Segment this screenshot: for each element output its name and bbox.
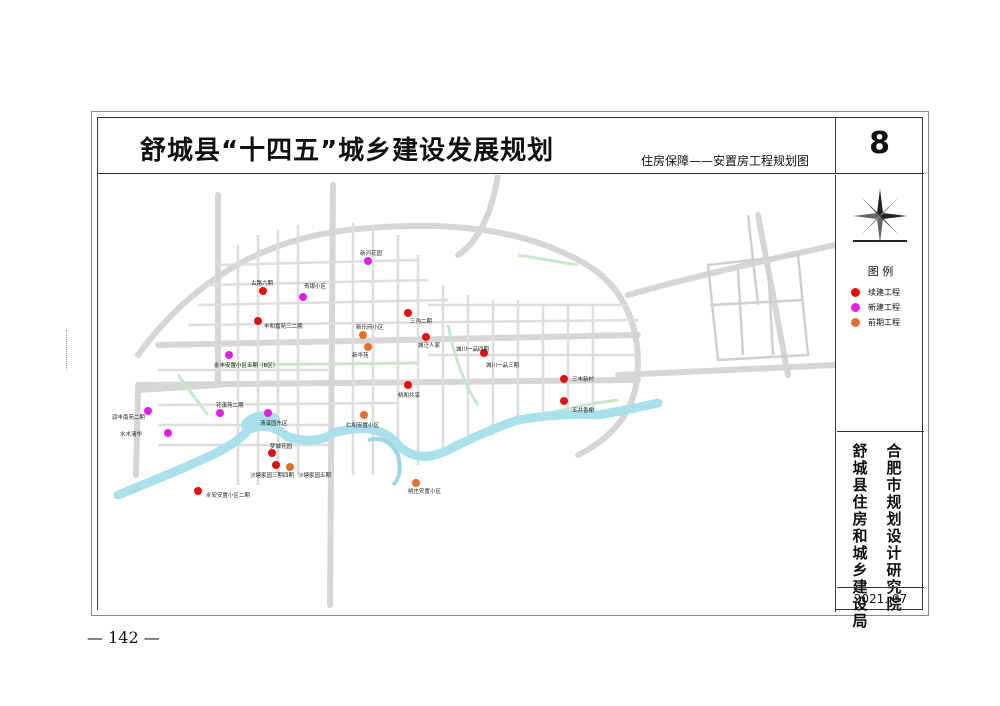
marker-沙塘家园三期四期 (272, 461, 280, 469)
legend-label: 前期工程 (868, 318, 900, 327)
label-梦城花园: 梦城花园 (270, 442, 293, 450)
marker-沙塘家园五期 (286, 463, 294, 471)
marker-城汪人家 (422, 333, 430, 341)
river (113, 398, 663, 500)
legend-label: 新建工程 (868, 303, 900, 312)
label-新华苑: 新华苑 (352, 351, 369, 359)
marker-水木清华 (164, 429, 172, 437)
marker-古路六期 (259, 287, 267, 295)
sheet-number: 8 (869, 126, 890, 161)
page-title: 舒城县“十四五”城乡建设发展规划 (140, 136, 555, 166)
label-五井香榭: 五井香榭 (572, 406, 595, 414)
marker-新华苑 (364, 343, 372, 351)
label-桃和共享: 桃和共享 (398, 391, 421, 399)
page-number: — 142 — (87, 628, 160, 647)
city-map: 新河花园 古路六期 青银小区 三沟二期 丰和嘉苑三二期 新乐府小区 城汪人家 新… (98, 175, 835, 612)
label-水木清华: 水木清华 (120, 430, 143, 438)
project-markers: 新河花园 古路六期 青银小区 三沟二期 丰和嘉苑三二期 新乐府小区 城汪人家 新… (112, 249, 595, 499)
binding-mark (66, 330, 71, 370)
orange-dot-icon (851, 318, 860, 327)
map-sheet: 舒城县“十四五”城乡建设发展规划 住房保障——安置房工程规划图 8 (91, 111, 929, 630)
marker-三沟二期 (404, 309, 412, 317)
label-桃庄安置小区: 桃庄安置小区 (408, 487, 442, 495)
label-古路六期: 古路六期 (251, 279, 274, 287)
marker-丰和嘉苑三二期 (254, 317, 262, 325)
label-三沟二期: 三沟二期 (410, 317, 433, 325)
legend-label: 续建工程 (868, 288, 900, 297)
marker-仁和安置小区 (360, 411, 368, 419)
label-永安安置小区二期: 永安安置小区二期 (206, 491, 251, 499)
marker-青银小区 (299, 293, 307, 301)
marker-三丰新村 (560, 375, 568, 383)
marker-润丰南苑二期 (144, 407, 152, 415)
main-roads (133, 175, 835, 608)
label-三丰新村: 三丰新村 (572, 375, 595, 383)
label-清溪园东区: 清溪园东区 (260, 419, 288, 427)
magenta-dot-icon (851, 303, 860, 312)
red-dot-icon (851, 288, 860, 297)
sheet-number-box: 8 (835, 118, 924, 174)
title-bar: 舒城县“十四五”城乡建设发展规划 住房保障——安置房工程规划图 (98, 118, 836, 174)
marker-桃庄安置小区 (412, 479, 420, 487)
label-润丰南苑二期: 润丰南苑二期 (112, 413, 146, 421)
marker-新河花园 (364, 257, 372, 265)
label-仁和安置小区: 仁和安置小区 (346, 421, 380, 429)
label-城川一品三期: 城川一品三期 (486, 362, 520, 369)
label-花溪苑二期: 花溪苑二期 (216, 401, 244, 409)
east-district (706, 214, 810, 362)
marker-五井香榭 (560, 397, 568, 405)
marker-花溪苑二期 (216, 409, 224, 417)
legend-item-preliminary: 前期工程 (851, 317, 900, 328)
marker-桃和共享 (404, 381, 412, 389)
institute-name: 合肥市规划设计研究院 (886, 442, 902, 613)
label-城汪人家: 城汪人家 (418, 341, 441, 349)
marker-城川一品四期 (480, 349, 488, 357)
marker-清溪园东区 (264, 409, 272, 417)
marker-新乐府小区 (359, 331, 367, 339)
legend-item-continued: 续建工程 (851, 287, 900, 298)
north-arrow-icon (853, 189, 907, 243)
map-area: 新河花园 古路六期 青银小区 三沟二期 丰和嘉苑三二期 新乐府小区 城汪人家 新… (98, 175, 836, 612)
label-沙塘家园三期四期: 沙塘家园三期四期 (250, 471, 295, 479)
legend-panel: 图 例 续建工程 新建工程 前期工程 舒城县住房和城乡建设局 合肥市规划设计研究… (837, 175, 924, 630)
sheet-frame: 舒城县“十四五”城乡建设发展规划 住房保障——安置房工程规划图 8 (97, 117, 924, 630)
marker-永安安置小区二期 (194, 487, 202, 495)
map-subtitle: 住房保障——安置房工程规划图 (640, 154, 809, 168)
date-box: 2021. 07 (837, 587, 924, 612)
legend-item-new: 新建工程 (851, 302, 900, 313)
authority-name: 舒城县住房和城乡建设局 (852, 442, 868, 630)
label-丰和嘉苑三二期: 丰和嘉苑三二期 (264, 322, 303, 330)
label-城川一品四期: 城川一品四期 (456, 346, 490, 353)
label-永丰安置小区五期: 永丰安置小区五期（B区） (214, 361, 278, 369)
label-青银小区: 青银小区 (304, 282, 327, 290)
label-新河花园: 新河花园 (360, 249, 383, 257)
label-新乐府小区: 新乐府小区 (356, 323, 384, 331)
legend-title: 图 例 (867, 265, 894, 278)
divider (837, 431, 924, 432)
label-沙塘家园五期: 沙塘家园五期 (298, 471, 332, 479)
marker-梦城花园 (268, 449, 276, 457)
plan-date: 2021. 07 (853, 592, 908, 606)
marker-永丰安置小区五期 (225, 351, 233, 359)
